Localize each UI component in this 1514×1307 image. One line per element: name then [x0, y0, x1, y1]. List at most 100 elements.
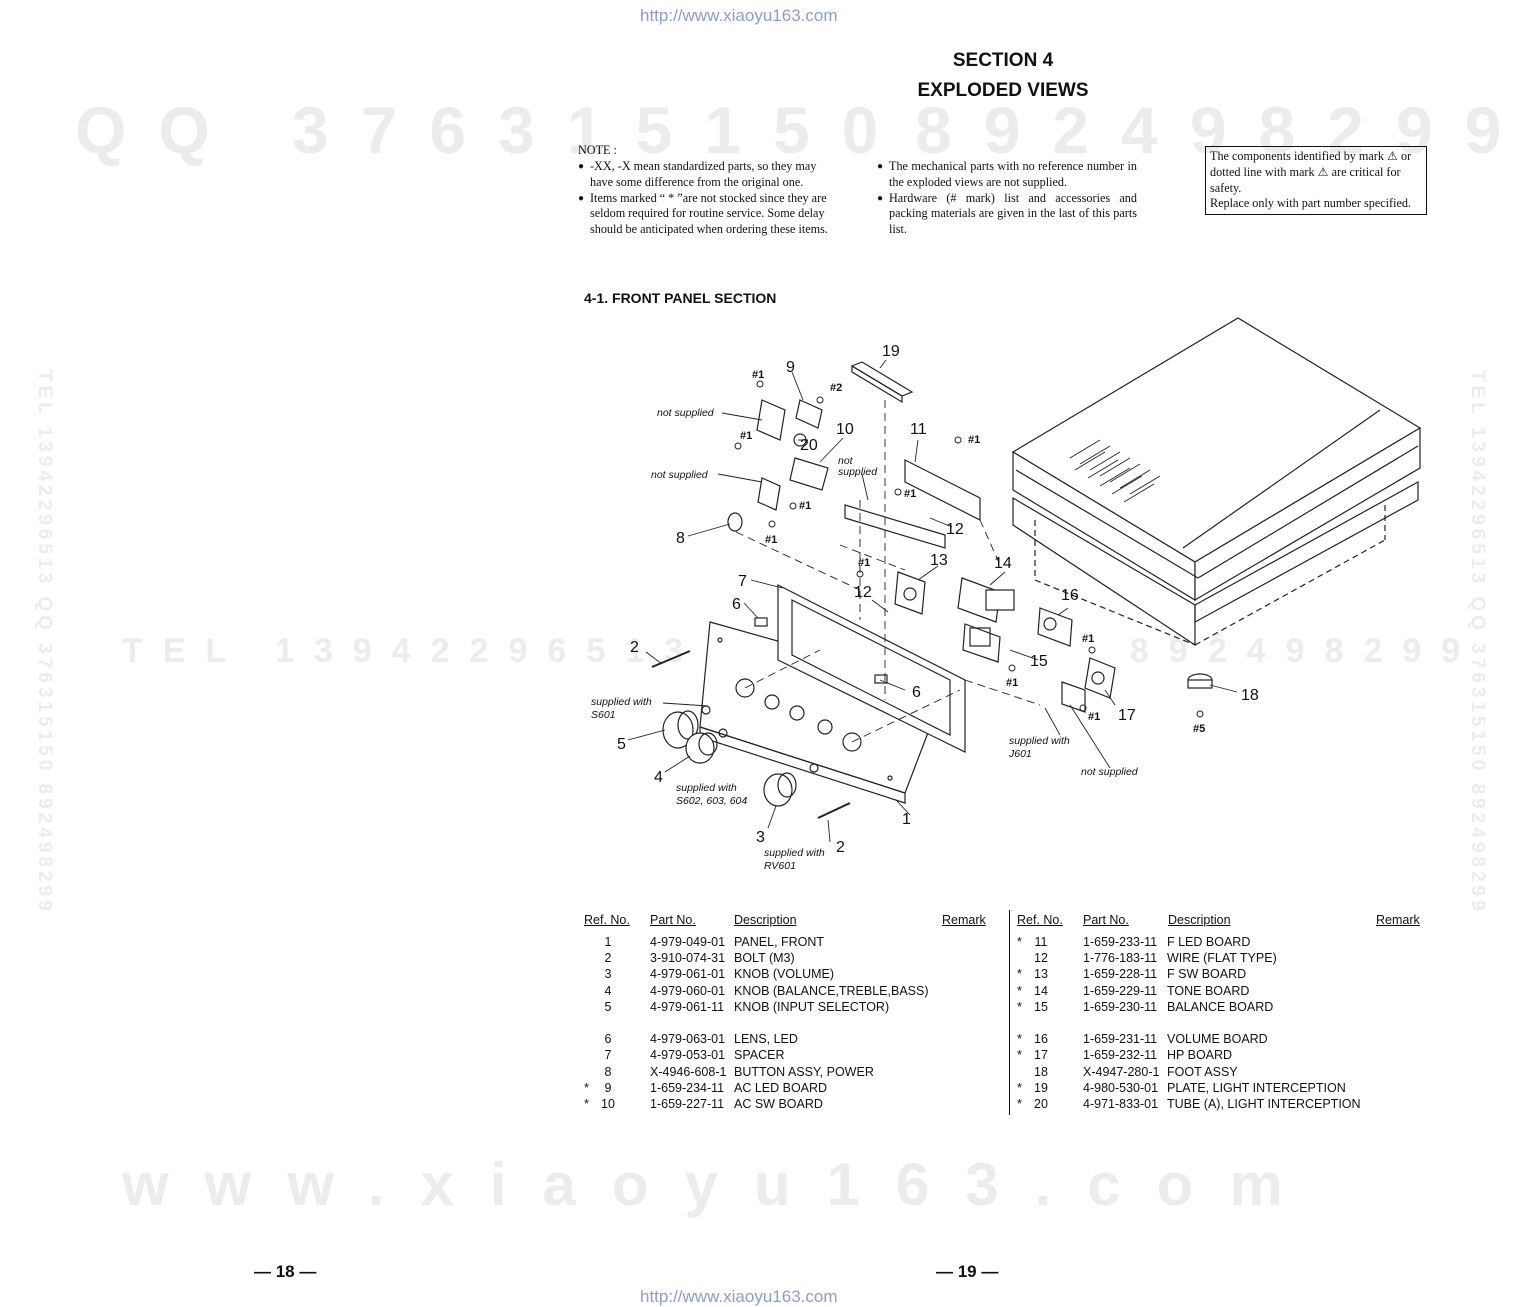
part-no: 4-971-833-01 [1083, 1096, 1159, 1111]
description: F LED BOARD [1167, 935, 1251, 949]
description: HP BOARD [1167, 1048, 1233, 1063]
note-column-2: The mechanical parts with no reference n… [877, 159, 1137, 238]
hardware-label: #1 [799, 500, 811, 512]
hardware-label: #1 [858, 557, 870, 569]
ref-no: 11 [1034, 935, 1048, 949]
description: SPACER [734, 1048, 785, 1063]
callout: 17 [1118, 707, 1136, 724]
description: FOOT ASSY [1167, 1064, 1238, 1079]
foot-assy [1187, 673, 1213, 689]
table-header-desc-right: Description [1168, 912, 1231, 928]
stock-mark: * [1017, 935, 1022, 949]
part-no: 4-979-053-01 [650, 1048, 726, 1063]
note-supplied-with: supplied with [764, 847, 825, 859]
stock-mark: * [1017, 1096, 1022, 1111]
spacer [777, 584, 966, 753]
part-no: 1-659-231-11 [1083, 1032, 1158, 1047]
header-ref: Ref. No. [1017, 913, 1063, 927]
callout: 14 [994, 555, 1012, 572]
stock-mark: * [1017, 1080, 1022, 1095]
table-divider [1009, 910, 1010, 1115]
hardware-label: #1 [1006, 677, 1018, 689]
f-sw-board [894, 571, 926, 615]
note-item: -XX, -X mean standardized parts, so they… [578, 159, 840, 191]
ref-no: 4 [604, 983, 612, 998]
volume-board [1037, 607, 1073, 647]
ref-no: 16 [1034, 1032, 1048, 1047]
description: AC LED BOARD [734, 1080, 828, 1095]
exploded-view-diagram: 1 2 2 3 4 5 6 6 7 8 9 10 11 12 12 13 14 … [591, 317, 1422, 872]
stock-mark: * [1017, 1048, 1022, 1063]
part-no: 1-659-227-11 [650, 1096, 725, 1111]
note-not-supplied: supplied [838, 466, 878, 478]
description: PLATE, LIGHT INTERCEPTION [1167, 1080, 1346, 1095]
callout: 12 [854, 584, 872, 601]
description: KNOB (VOLUME) [734, 967, 835, 982]
part-no: 4-979-061-01 [650, 967, 726, 982]
hardware-label: #1 [740, 430, 752, 442]
callout: 5 [617, 736, 626, 753]
note-not-supplied: not [838, 455, 854, 467]
header-url[interactable]: http://www.xiaoyu163.com [640, 6, 838, 25]
safety-notice-box: The components identified by mark ⚠ or d… [1205, 146, 1427, 216]
part-no: 1-776-183-11 [1083, 951, 1158, 966]
note-item: Hardware (# mark) list and accessories a… [877, 191, 1137, 238]
ref-no: 5 [604, 999, 612, 1014]
note-column-1: -XX, -X mean standardized parts, so they… [578, 159, 840, 238]
part-no: 1-659-233-11 [1083, 935, 1158, 949]
ref-no: 14 [1034, 983, 1048, 998]
description: LENS, LED [734, 1032, 798, 1047]
table-row: 4 4-979-060-01 KNOB (BALANCE,TREBLE,BASS) [584, 983, 984, 999]
watermark-vertical-left: TEL 13942296513 QQ 376315150 892498299 [34, 370, 55, 915]
callout: 4 [654, 769, 663, 786]
watermark-tel: TEL 13942296513 [122, 632, 704, 670]
header-ref: Ref. No. [584, 913, 630, 927]
ref-no: 19 [1034, 1080, 1048, 1095]
ref-no: 7 [604, 1048, 612, 1063]
callout: 9 [786, 359, 795, 376]
part-no: 4-979-060-01 [650, 983, 726, 998]
note-supplied-with: supplied with [676, 782, 737, 794]
stock-mark: * [1017, 1032, 1022, 1047]
callout: 1 [902, 811, 911, 828]
ref-no: 18 [1034, 1064, 1048, 1079]
note-supplied-with: S602, 603, 604 [676, 795, 747, 807]
footer-url[interactable]: http://www.xiaoyu163.com [640, 1287, 838, 1306]
callout: 20 [800, 437, 818, 454]
watermark-vertical-right: TEL 13942296513 QQ 376315150 892498299 [1467, 370, 1488, 915]
watermark-qq: QQ 376315150 [75, 93, 911, 167]
stock-mark: * [1017, 983, 1022, 998]
description: WIRE (FLAT TYPE) [1167, 951, 1277, 966]
stock-mark: * [1017, 999, 1022, 1014]
stock-mark: * [584, 1080, 589, 1095]
description: AC SW BOARD [734, 1096, 823, 1111]
part-no: 1-659-232-11 [1083, 1048, 1158, 1063]
ref-no: 10 [601, 1096, 615, 1111]
note-label: NOTE : [578, 143, 617, 157]
part-no: 4-979-061-11 [650, 999, 725, 1014]
part-no: X-4946-608-1 [650, 1064, 727, 1079]
description: KNOB (INPUT SELECTOR) [734, 999, 890, 1014]
ref-no: 6 [604, 1032, 612, 1047]
note-supplied-with: J601 [1008, 748, 1032, 760]
description: KNOB (BALANCE,TREBLE,BASS) [734, 983, 929, 998]
balance-board [962, 623, 1001, 663]
hardware-label: #2 [830, 382, 842, 394]
note-supplied-with: supplied with [1009, 735, 1070, 747]
table-header-part-left: Part No. [650, 912, 696, 928]
note-supplied-with: RV601 [764, 860, 796, 872]
part-no: 4-979-049-01 [650, 935, 726, 949]
part-no: 3-910-074-31 [650, 951, 726, 966]
safety-notice-replace: Replace only with part number specified. [1210, 196, 1412, 211]
description: TONE BOARD [1167, 983, 1250, 998]
watermark-www: www.xiaoyu163.com [122, 1151, 1319, 1218]
